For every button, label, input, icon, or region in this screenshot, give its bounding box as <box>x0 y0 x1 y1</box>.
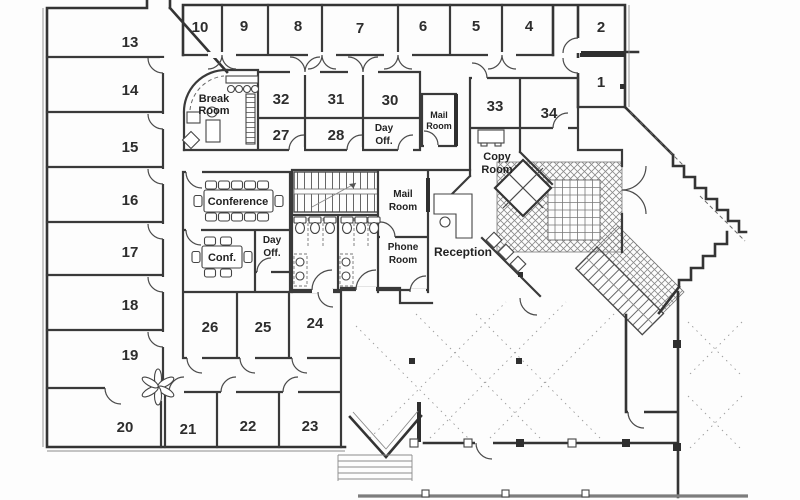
mail-room-upper-label-1: Mail <box>430 110 448 120</box>
reception-label: Reception <box>434 245 492 259</box>
toilet-icon <box>367 216 381 235</box>
office-16-label: 16 <box>122 192 139 209</box>
chair-icon <box>439 216 451 228</box>
office-8-label: 8 <box>294 18 302 35</box>
conference-table-icon <box>201 245 243 269</box>
phone-room-label-1: Phone <box>388 242 419 253</box>
office-22-label: 22 <box>240 418 257 435</box>
office-13-label: 13 <box>122 34 139 51</box>
appliance-icon <box>186 111 201 124</box>
small-conference-furniture <box>191 236 253 278</box>
break-room-furniture <box>181 75 260 150</box>
lounge-seats-icon <box>485 231 527 273</box>
toilet-icon <box>308 216 322 235</box>
office-32-label: 32 <box>273 91 290 108</box>
sink-icon <box>295 257 305 267</box>
office-5-label: 5 <box>472 18 480 35</box>
area-labels: Break Room Conference Conf. Day Off. Day… <box>198 93 512 266</box>
table-icon <box>205 119 221 143</box>
office-4-label: 4 <box>525 18 534 35</box>
toilet-icon <box>340 216 354 235</box>
office-17-label: 17 <box>122 244 139 261</box>
columns <box>409 84 681 451</box>
office-9-label: 9 <box>240 18 248 35</box>
office-18-label: 18 <box>122 297 139 314</box>
day-office-lower-label-2: Off. <box>263 248 280 259</box>
mail-room-lower-label-1: Mail <box>393 189 413 200</box>
sink-counters <box>293 253 354 287</box>
conference-label: Conference <box>208 196 269 208</box>
reception-desk-icon <box>433 193 473 239</box>
sink-icon <box>341 257 351 267</box>
restroom-fixtures <box>293 216 381 287</box>
copy-room-label-1: Copy <box>483 151 511 163</box>
stall-partitions <box>307 218 369 248</box>
grand-stairs-icon <box>574 246 665 336</box>
phone-room-label-2: Room <box>389 255 417 266</box>
office-24-label: 24 <box>307 315 324 332</box>
walls <box>45 0 748 499</box>
exterior-trim <box>42 5 748 498</box>
toilet-icon <box>293 216 307 235</box>
conf-label: Conf. <box>208 252 236 264</box>
break-room-curved-wall <box>182 68 229 152</box>
mail-room-lower-label-2: Room <box>389 202 417 213</box>
tile-grid <box>548 180 600 240</box>
office-23-label: 23 <box>302 418 319 435</box>
toilet-icon <box>323 216 337 235</box>
exterior-steps-icon <box>337 454 413 481</box>
office-27-label: 27 <box>273 127 290 144</box>
sink-icon <box>295 271 305 281</box>
day-office-lower-label-1: Day <box>263 235 282 246</box>
chair-icon <box>206 106 218 118</box>
entrance-vestibule-icon <box>348 414 423 459</box>
conference-room-furniture <box>193 180 284 222</box>
copier-icon <box>477 129 505 147</box>
office-26-label: 26 <box>202 319 219 336</box>
office-6-label: 6 <box>419 18 427 35</box>
core-stairs-icon <box>293 171 379 213</box>
reception-furniture <box>433 193 542 298</box>
office-2-label: 2 <box>597 19 605 36</box>
wall-between-office-2-and-1 <box>580 51 625 57</box>
office-1-label: 1 <box>597 74 605 91</box>
counter-icon <box>225 75 259 84</box>
conference-table-icon <box>203 189 274 213</box>
room-labels: 13 14 15 16 17 18 19 20 10 9 8 7 6 5 4 2… <box>117 18 606 438</box>
shelf-icon <box>245 93 256 145</box>
door-swings <box>104 37 647 460</box>
chair-icon <box>181 130 201 150</box>
office-33-label: 33 <box>487 98 504 115</box>
mail-room-upper-label-2: Room <box>426 121 452 131</box>
sink-icon <box>341 271 351 281</box>
mail-room-upper-walls <box>420 92 458 148</box>
day-office-upper-label-1: Day <box>375 123 394 134</box>
open-area-floor-lines <box>355 301 743 451</box>
toilet-icon <box>354 216 368 235</box>
office-25-label: 25 <box>255 319 272 336</box>
break-room-label-1: Break <box>199 93 230 105</box>
office-20-label: 20 <box>117 419 134 436</box>
office-15-label: 15 <box>122 139 139 156</box>
office-34-label: 34 <box>541 105 558 122</box>
elevator-icon <box>493 158 553 218</box>
copy-room-label-2: Room <box>481 164 512 176</box>
office-14-label: 14 <box>122 82 139 99</box>
lobby-floor-hatch <box>496 161 685 314</box>
office-10-label: 10 <box>192 19 209 36</box>
office-19-label: 19 <box>122 347 139 364</box>
office-28-label: 28 <box>328 127 345 144</box>
day-office-upper-label-2: Off. <box>375 136 392 147</box>
office-30-label: 30 <box>382 92 399 109</box>
break-room-label-2: Room <box>198 105 229 117</box>
office-31-label: 31 <box>328 91 345 108</box>
office-21-label: 21 <box>180 421 197 438</box>
office-7-label: 7 <box>356 20 364 37</box>
